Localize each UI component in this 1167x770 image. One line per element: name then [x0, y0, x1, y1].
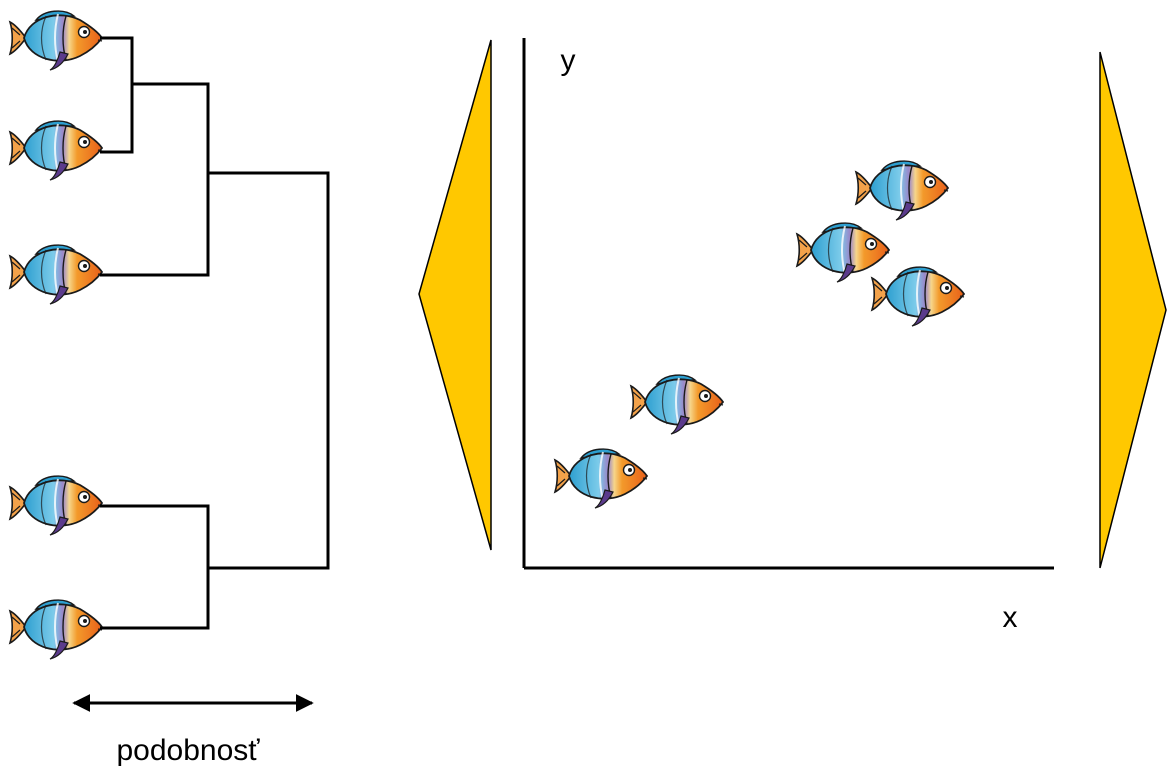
- right-arrow-shape: [1099, 51, 1167, 569]
- fish-icon: [9, 10, 103, 71]
- dendrogram-branches: [100, 36, 330, 630]
- fish-icon: [630, 374, 724, 435]
- branch-merge-12-3: [100, 82, 210, 277]
- fish-icon: [9, 599, 103, 660]
- fish-icon: [855, 160, 949, 221]
- fish-icon: [9, 244, 103, 305]
- fish-icon: [871, 266, 965, 327]
- dendrogram: podobnosť: [9, 10, 330, 767]
- fish-icon: [796, 222, 890, 283]
- left-arrow-shape: [418, 39, 492, 551]
- fish-icon: [554, 448, 648, 509]
- x-axis-label: x: [1003, 601, 1018, 634]
- fish-icon: [9, 120, 103, 181]
- branch-merge-1-2: [100, 36, 134, 154]
- branch-merge-4-5: [100, 504, 210, 630]
- branch-root: [208, 171, 330, 570]
- scatter-plot: y x: [522, 38, 1054, 634]
- y-axis-label: y: [561, 44, 576, 77]
- similarity-label: podobnosť: [116, 734, 260, 767]
- fish-icon: [9, 475, 103, 536]
